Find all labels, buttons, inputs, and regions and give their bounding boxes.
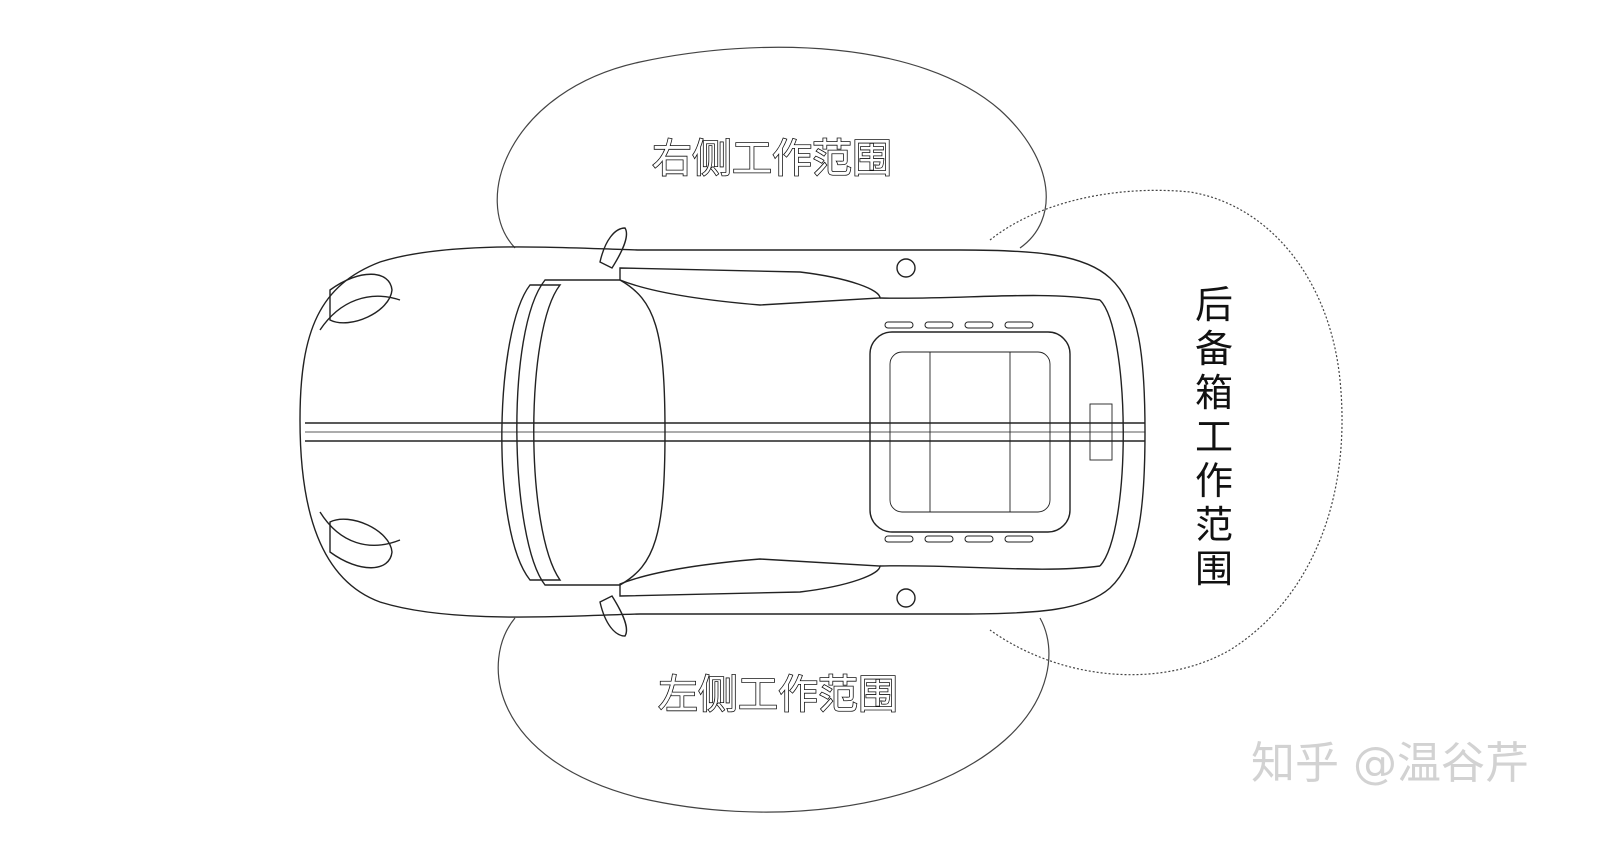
rear-bumper (1099, 299, 1124, 567)
trunk-label-char: 工 (1195, 415, 1233, 459)
rear-fenders (879, 294, 1101, 570)
trunk-zone-label: 后备箱工作范围 (1195, 283, 1233, 591)
trunk-label-char: 后 (1195, 283, 1233, 327)
left-side-zone-outline (497, 617, 1050, 813)
right-headlight (329, 518, 393, 569)
right-side-zone-outline (496, 46, 1047, 249)
engine-cover-inner (889, 351, 1051, 513)
right-mirror (599, 227, 628, 269)
left-headlight (329, 273, 393, 324)
trunk-label-char: 围 (1195, 547, 1233, 591)
watermark: 知乎 @温谷芹 (1251, 738, 1529, 789)
rear-grille (1089, 403, 1113, 461)
left-side-zone-label: 左侧工作范围 (658, 672, 898, 718)
left-side-window (619, 558, 881, 597)
engine-vents (884, 321, 1034, 543)
right-side-window (619, 267, 881, 306)
work-zones (496, 46, 1343, 813)
right-rear-badge (896, 258, 916, 278)
trunk-label-char: 作 (1195, 459, 1233, 503)
left-mirror (599, 595, 628, 637)
cabin-roof (516, 279, 666, 586)
car-top-view (299, 227, 1146, 637)
trunk-zone-outline (989, 189, 1343, 676)
engine-cover (869, 331, 1071, 533)
trunk-label-char: 箱 (1195, 371, 1233, 415)
left-rear-badge (896, 588, 916, 608)
trunk-label-char: 备 (1195, 327, 1233, 371)
windshield (501, 284, 562, 581)
right-side-zone-label: 右侧工作范围 (652, 136, 892, 182)
trunk-label-char: 范 (1195, 503, 1233, 547)
svg-text:后备箱工作范围: 后备箱工作范围 (1195, 283, 1233, 591)
car-nose-contour (319, 295, 401, 546)
